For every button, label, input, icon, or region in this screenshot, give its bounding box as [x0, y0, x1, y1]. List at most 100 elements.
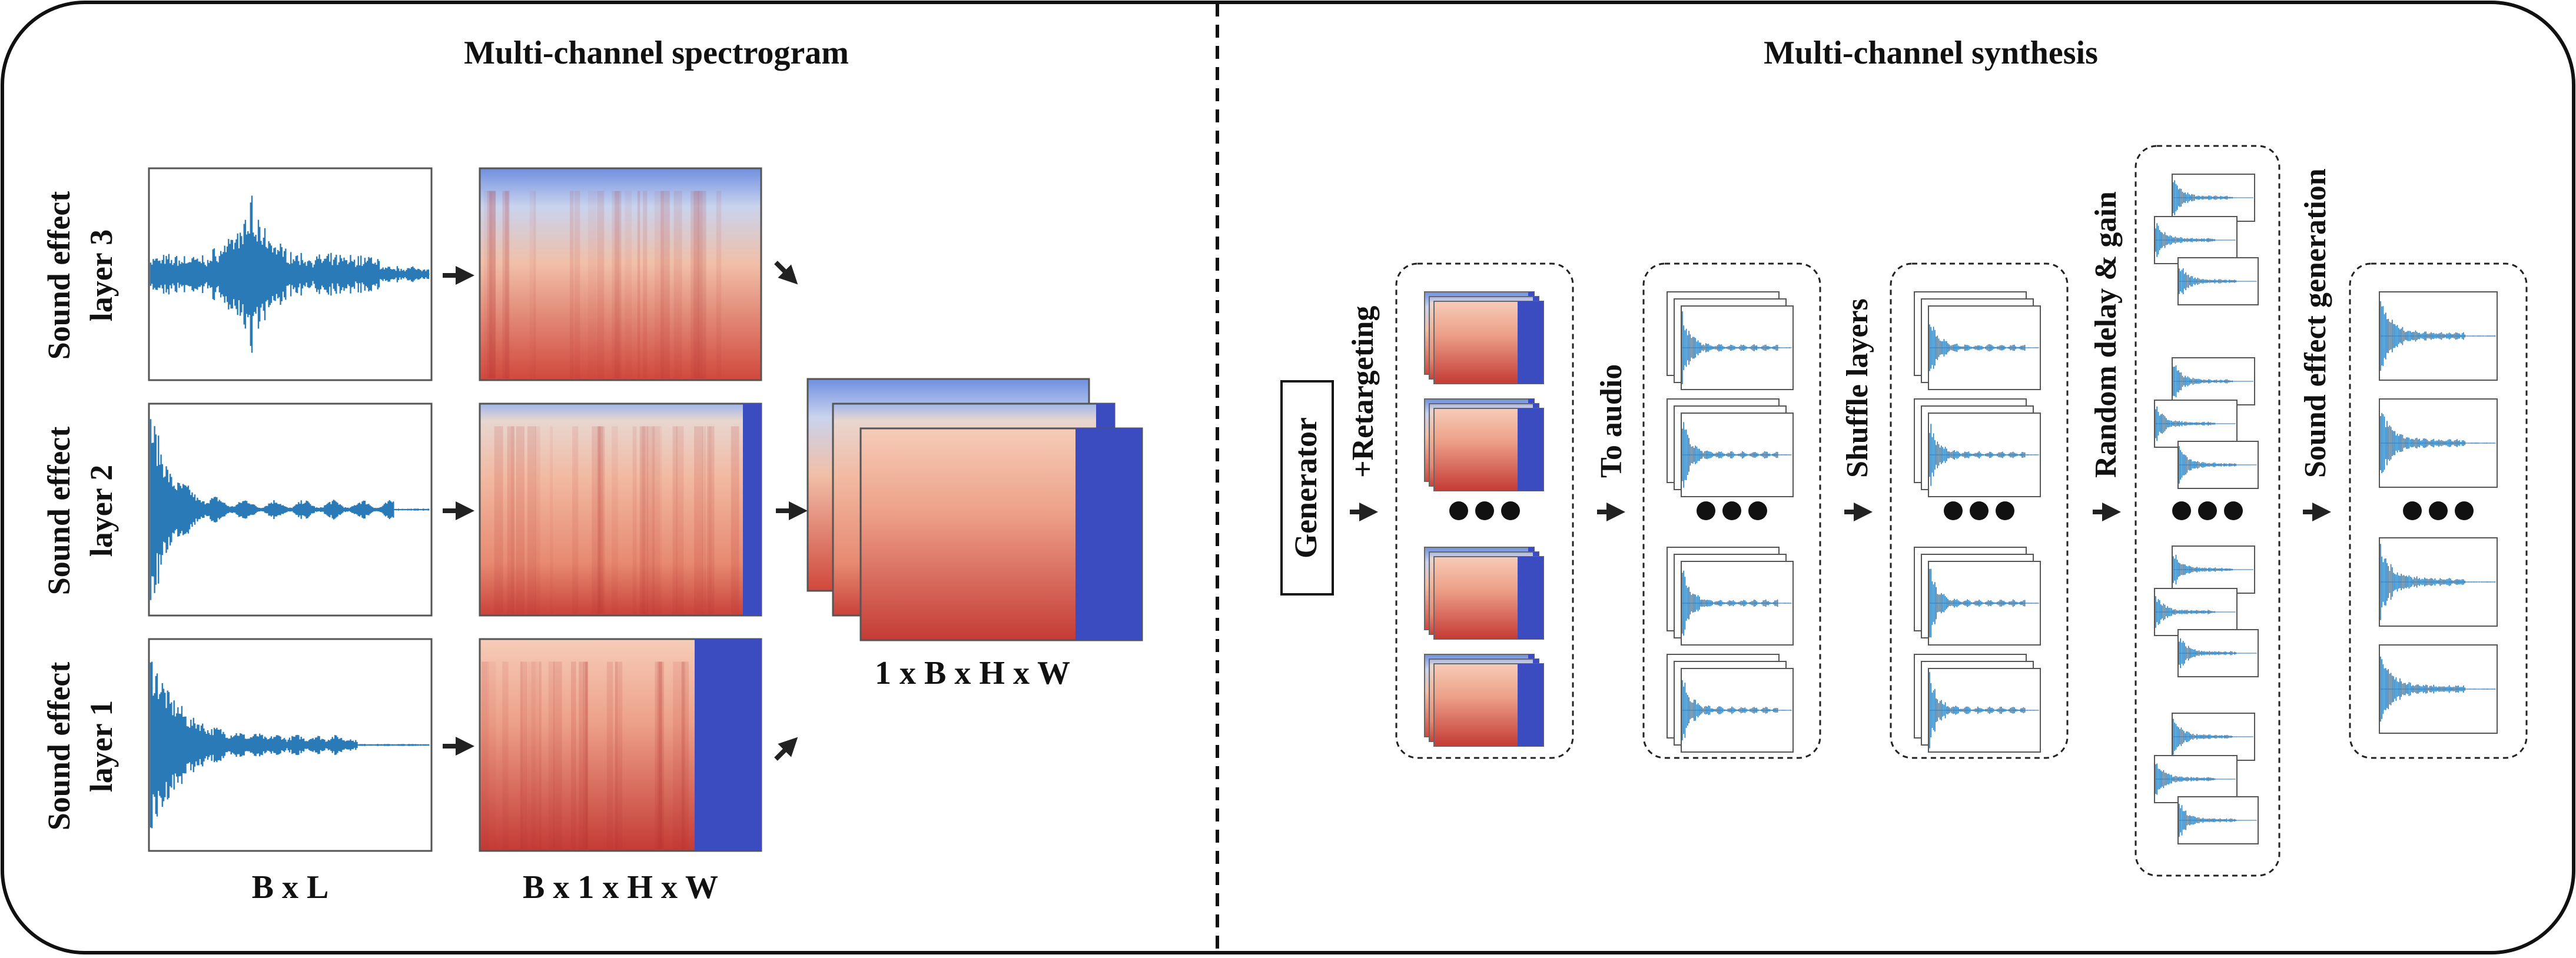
audio-stack-4 [1667, 654, 1794, 753]
delay-ellipsis-dot [2172, 501, 2191, 520]
shuffle-stack-1 [1914, 291, 2041, 390]
spectrogram-2-texture [572, 426, 579, 614]
arrow-spec1-to-stack [774, 737, 798, 761]
spectrogram-3-texture [529, 191, 536, 378]
spectrogram-3-texture [487, 191, 496, 378]
spectrogram-1-texture [489, 661, 496, 849]
group-box-retargeting [1395, 262, 1574, 759]
retargeting-spec-3-pad [1518, 557, 1543, 639]
layer-label-1: Sound effect layer 1 [41, 662, 119, 830]
shuffle-ellipsis-dot [1970, 501, 1989, 520]
spectrogram-3-texture [612, 191, 620, 378]
generated-effect-2 [2379, 398, 2498, 488]
spectrogram-1-texture [571, 661, 576, 849]
spectrogram-3-texture [660, 191, 670, 378]
spectrogram-2-texture [731, 426, 739, 614]
audio-stack-2 [1667, 398, 1794, 497]
spectrogram-3-texture [637, 191, 640, 378]
shuffle-stack-2 [1914, 398, 2041, 497]
spectrogram-caption: B x 1 x H x W [523, 869, 718, 906]
spectrogram-2-pad [743, 404, 761, 616]
spectrogram-3-texture [693, 191, 703, 378]
generated-effect-4 [2379, 644, 2498, 734]
retargeting-spec-4-pad [1518, 664, 1543, 746]
spectrogram-1-texture [482, 661, 488, 849]
spectrogram-3-texture [502, 191, 509, 378]
delay-group-2-wave-b [2154, 400, 2238, 448]
spectrogram-2-texture [507, 426, 514, 614]
spectrogram-1-texture [553, 661, 562, 849]
spectrogram-3-texture [625, 191, 632, 378]
spectrogram-2-texture [639, 426, 648, 614]
delay-group-1-wave-a [2172, 174, 2255, 222]
spectrogram-2-texture [597, 426, 605, 614]
layer-label-3: Sound effect layer 3 [41, 191, 119, 360]
spectrogram-3-texture [574, 191, 580, 378]
spectrogram-1-texture [502, 661, 509, 849]
audio-ellipsis-dot [1697, 501, 1715, 520]
spectrogram-2-texture [672, 426, 678, 614]
spectrogram-1-texture [579, 661, 582, 849]
spectrogram-2-texture [535, 426, 540, 614]
shuffle-ellipsis-dot [1944, 501, 1963, 520]
right-panel-title: Multi-channel synthesis [1764, 35, 2098, 71]
delay-ellipsis-dot [2224, 501, 2243, 520]
spectrogram-1-texture [520, 661, 527, 849]
retargeting-spec-2-pad [1518, 408, 1543, 491]
retargeting-ellipsis-dot [1449, 501, 1468, 520]
audio-stack-3 [1667, 547, 1794, 646]
spectrogram-1-texture [526, 661, 536, 849]
step-label-retargeting: +Retargeting [1346, 306, 1380, 478]
audio-ellipsis-dot [1722, 501, 1741, 520]
delay-group-3-wave-a [2172, 545, 2255, 594]
spectrogram-3-texture [703, 191, 706, 378]
spectrogram-1-texture [539, 661, 542, 849]
spectrogram-2-texture [652, 426, 660, 614]
group-box-delay-gain [2135, 145, 2280, 877]
delay-group-2-wave-c [2177, 441, 2259, 489]
spectrogram-2-texture [708, 426, 712, 614]
spectrogram-2-texture [639, 426, 648, 614]
retargeting-spec-2 [1424, 398, 1544, 491]
layer-label-3-line1: Sound effect [41, 191, 77, 360]
spectrogram-1-texture [585, 661, 588, 849]
step-label-shuffle: Shuffle layers [1841, 298, 1874, 478]
stack-caption: 1 x B x H x W [875, 655, 1070, 691]
delay-group-1-wave-b [2154, 216, 2238, 264]
spectrogram-3 [479, 167, 762, 381]
spectrogram-1-texture [657, 661, 662, 849]
spectrogram-3-texture [505, 191, 510, 378]
spectrogram-1-texture [659, 661, 664, 849]
generated-effect-1 [2379, 291, 2498, 381]
spectrogram-3-texture [716, 191, 722, 378]
retargeting-ellipsis-dot [1475, 501, 1494, 520]
spectrogram-1-pad [695, 639, 761, 851]
spectrogram-2-texture [550, 426, 553, 614]
spectrogram-1-texture [615, 661, 623, 849]
spectrogram-1-texture [680, 661, 685, 849]
spectrogram-2-texture [702, 426, 706, 614]
step-label-generation: Sound effect generation [2299, 168, 2332, 478]
spectrogram-1-texture [579, 661, 589, 849]
spectrogram-1-texture [615, 661, 618, 849]
delay-ellipsis-dot [2198, 501, 2217, 520]
layer-label-1-line1: Sound effect [41, 662, 77, 830]
retargeting-ellipsis-dot [1501, 501, 1520, 520]
shuffle-stack-3 [1914, 547, 2041, 646]
step-label-delay-gain: Random delay & gain [2089, 191, 2123, 478]
spectrogram-3-texture [484, 191, 488, 378]
spectrogram-3-texture [533, 191, 536, 378]
spectrogram-2-texture [592, 426, 601, 614]
spectrogram-2-texture [494, 426, 503, 614]
spectrogram-3-texture [587, 191, 597, 378]
generation-ellipsis-dot [2455, 501, 2474, 520]
step-label-to-audio: To audio [1595, 364, 1628, 478]
shuffle-stack-4 [1914, 654, 2041, 753]
spectrogram-1-texture [673, 661, 681, 849]
spectrogram-2-texture [647, 426, 655, 614]
spectrogram-3-texture [487, 191, 496, 378]
spectrogram-3-texture [489, 191, 493, 378]
